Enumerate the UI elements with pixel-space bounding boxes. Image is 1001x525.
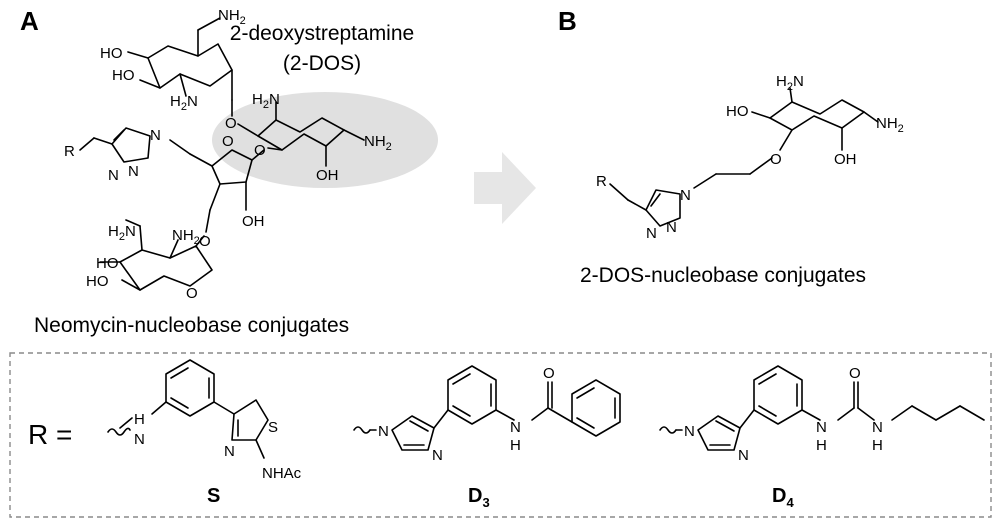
- atom-h: H: [510, 437, 521, 454]
- atom-h2n: H2N: [170, 93, 198, 113]
- atom-s: S: [268, 419, 278, 436]
- compound-d4-labels: N N N H O N H: [684, 365, 883, 464]
- atom-h2n: H2N: [108, 223, 136, 243]
- compound-s-label: S: [207, 485, 220, 507]
- atom-ho: HO: [100, 45, 123, 62]
- atom-o: O: [225, 115, 237, 132]
- atom-r: R: [64, 143, 75, 160]
- compound-d4-label: D4: [772, 485, 794, 510]
- compound-d4-structure: [659, 365, 985, 451]
- atom-nh2: NH2: [364, 133, 392, 153]
- r-equals-label: R =: [28, 419, 72, 450]
- atom-o: O: [222, 133, 234, 150]
- atom-o: O: [543, 365, 555, 382]
- panel-a-letter: A: [20, 6, 39, 36]
- 2-dos-conjugate-structure: [609, 87, 879, 227]
- compound-s-structure: [107, 359, 269, 459]
- panel-a-caption: Neomycin-nucleobase conjugates: [34, 314, 349, 337]
- atom-n: N: [432, 447, 443, 464]
- atom-oh: OH: [834, 151, 857, 168]
- atom-n: N: [224, 443, 235, 460]
- atom-n: N: [378, 423, 389, 440]
- atom-o: O: [770, 151, 782, 168]
- atom-h: H: [872, 437, 883, 454]
- 2-dos-title-line1: 2-deoxystreptamine: [230, 22, 414, 45]
- atom-oh: OH: [242, 213, 265, 230]
- atom-n: N: [738, 447, 749, 464]
- 2-dos-conjugate-atom-labels: H2N HO NH2 OH O R N N N: [596, 73, 904, 242]
- atom-nhac: NHAc: [262, 465, 302, 482]
- panel-b-letter: B: [558, 6, 577, 36]
- atom-ho: HO: [86, 273, 109, 290]
- atom-o: O: [254, 142, 266, 159]
- atom-h2n: H2N: [776, 73, 804, 93]
- neomycin-atom-labels: NH2 HO HO H2N O H2N NH2 OH O O OH O R N …: [64, 7, 392, 302]
- 2-dos-title-line2: (2-DOS): [283, 52, 361, 75]
- atom-nh2: NH2: [218, 7, 246, 27]
- atom-n: N: [134, 431, 145, 448]
- atom-o: O: [849, 365, 861, 382]
- atom-h2n: H2N: [252, 91, 280, 111]
- atom-n: N: [646, 225, 657, 242]
- atom-n: N: [816, 419, 827, 436]
- 2-dos-highlight: [212, 92, 438, 188]
- panel-b-caption: 2-DOS-nucleobase conjugates: [580, 264, 866, 287]
- atom-o: O: [186, 285, 198, 302]
- atom-n: N: [872, 419, 883, 436]
- atom-n: N: [150, 127, 161, 144]
- atom-h: H: [134, 411, 145, 428]
- atom-ho: HO: [96, 255, 119, 272]
- compound-d3-label: D3: [468, 485, 490, 510]
- atom-ho: HO: [726, 103, 749, 120]
- atom-n: N: [108, 167, 119, 184]
- atom-n: N: [510, 419, 521, 436]
- atom-nh2: NH2: [876, 115, 904, 135]
- atom-n: N: [680, 187, 691, 204]
- atom-n: N: [128, 163, 139, 180]
- compound-s-labels: H N S N NHAc: [134, 411, 302, 482]
- atom-ho: HO: [112, 67, 135, 84]
- r-group-box: [9, 352, 992, 518]
- compound-d3-labels: N N N H O: [378, 365, 555, 464]
- atom-n: N: [684, 423, 695, 440]
- atom-n: N: [666, 219, 677, 236]
- transition-arrow: [474, 152, 536, 224]
- atom-r: R: [596, 173, 607, 190]
- atom-o: O: [199, 233, 211, 250]
- compound-d3-structure: [353, 365, 621, 451]
- atom-h: H: [816, 437, 827, 454]
- atom-oh: OH: [316, 167, 339, 184]
- atom-nh2: NH2: [172, 227, 200, 247]
- neomycin-structure: [79, 17, 365, 291]
